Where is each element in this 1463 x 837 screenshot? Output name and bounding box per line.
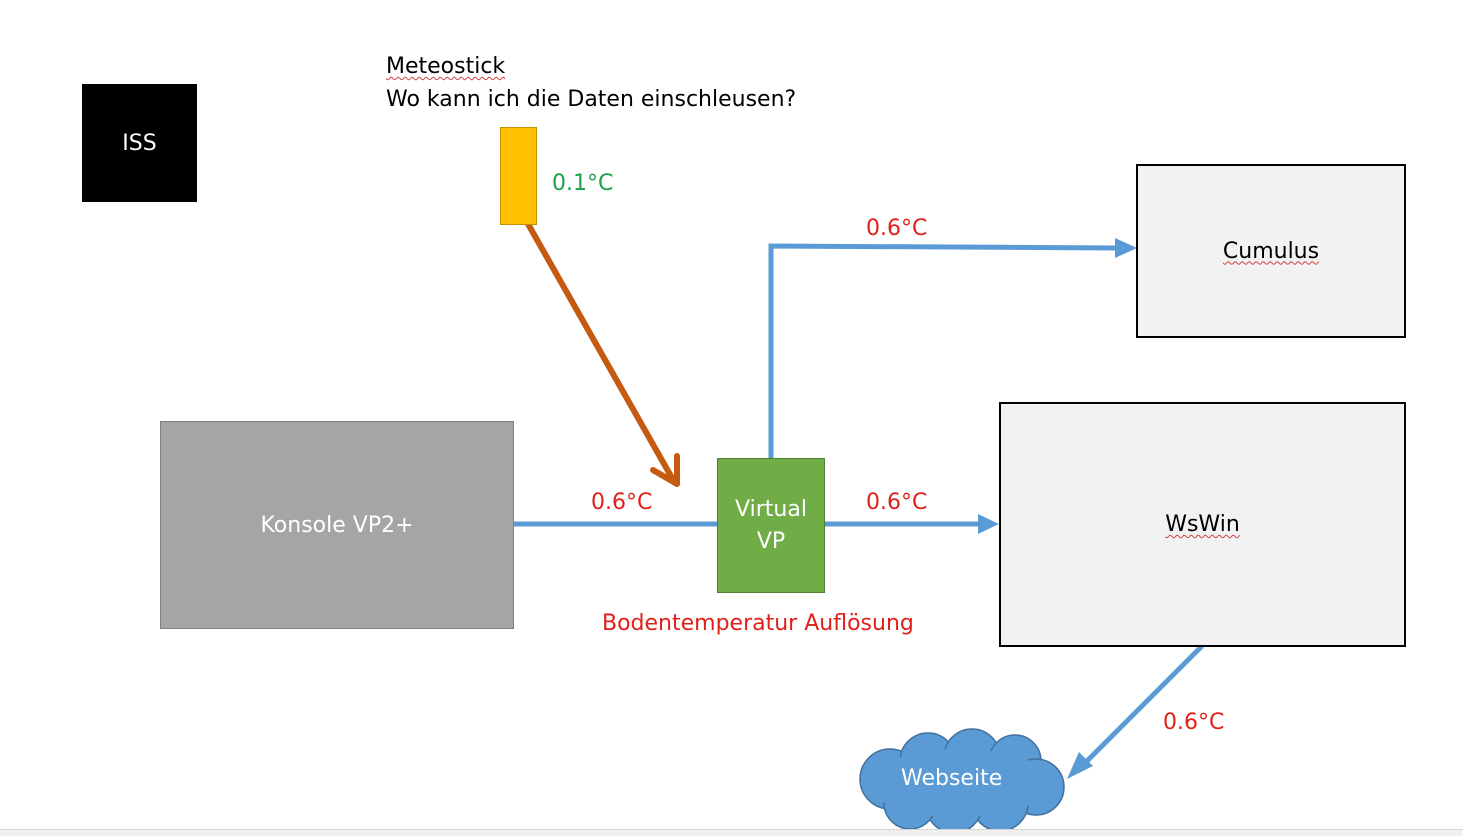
iss-label: ISS [122,130,157,156]
arrowhead-webseite [1067,752,1093,779]
cumulus-label: Cumulus [1222,238,1320,264]
konsole-box: Konsole VP2+ [160,421,514,629]
cumulus-box: Cumulus [1136,164,1406,338]
arrowhead-cumulus [1115,238,1137,258]
connector-meteostick-vp [516,205,675,481]
wswin-box: WsWin [999,402,1406,647]
bodentemperatur-label: Bodentemperatur Auflösung [602,611,914,636]
virtual-vp-box: Virtual VP [717,458,825,593]
connector-wswin-webseite [1080,644,1204,768]
arrowhead-meteostick [650,453,680,487]
webseite-label: Webseite [901,766,1003,791]
meteostick-title: Meteostick [386,54,506,79]
webseite-cloud [859,728,1065,834]
vp-cumulus-temp-label: 0.6°C [866,216,928,241]
connector-vp-cumulus [768,243,1118,458]
konsole-vp-temp-label: 0.6°C [591,490,653,515]
arrowhead-wswin [978,514,999,534]
virtual-vp-line1: Virtual [735,496,807,522]
vp-wswin-temp-label: 0.6°C [866,490,928,515]
meteostick-sensor [500,127,537,225]
iss-box: ISS [82,84,197,202]
konsole-label: Konsole VP2+ [260,512,414,538]
virtual-vp-line2: VP [756,528,786,554]
meteostick-question: Wo kann ich die Daten einschleusen? [386,87,797,112]
sensor-temp-label: 0.1°C [552,171,614,196]
wswin-label: WsWin [1165,512,1240,537]
wswin-web-temp-label: 0.6°C [1163,710,1225,735]
window-bottom-edge [0,829,1463,836]
